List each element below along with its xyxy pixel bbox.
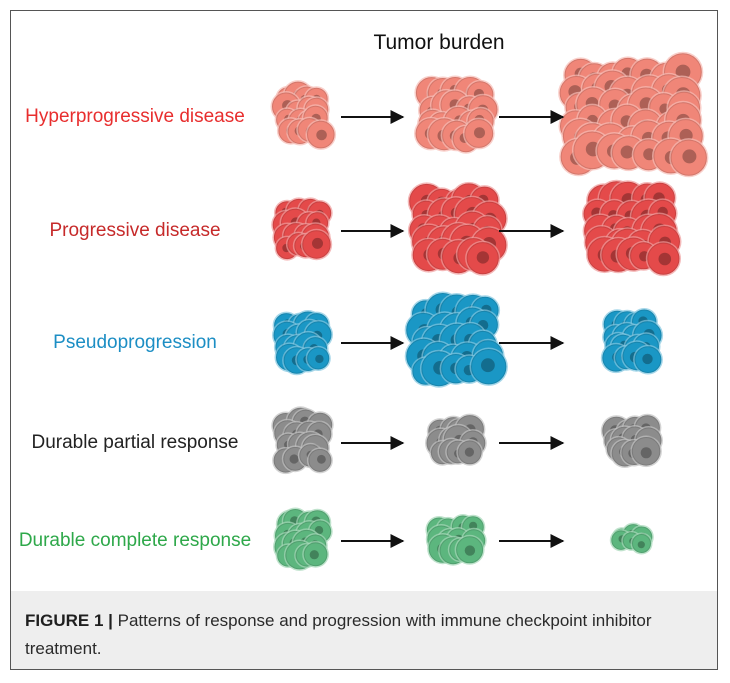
tumor-nucleus bbox=[474, 127, 485, 139]
row-4: Durable partial response bbox=[31, 406, 663, 475]
tumor-cluster bbox=[414, 75, 499, 154]
tumor-nucleus bbox=[309, 550, 319, 560]
tumor-nucleus bbox=[464, 545, 476, 556]
tumor-nucleus bbox=[682, 149, 697, 164]
tumor-nucleus bbox=[481, 358, 495, 373]
tumor-nucleus bbox=[315, 354, 324, 364]
row-label: Hyperprogressive disease bbox=[25, 106, 245, 127]
tumor-nucleus bbox=[640, 447, 652, 459]
tumor-nucleus bbox=[289, 454, 299, 464]
row-label: Durable complete response bbox=[19, 530, 251, 551]
figure-caption: FIGURE 1 | Patterns of response and prog… bbox=[25, 607, 705, 663]
row-label: Progressive disease bbox=[49, 220, 220, 241]
tumor-nucleus bbox=[476, 251, 490, 264]
tumor-nucleus bbox=[658, 252, 672, 266]
tumor-cluster bbox=[272, 310, 333, 376]
tumor-cluster bbox=[404, 291, 508, 388]
caption-area: FIGURE 1 | Patterns of response and prog… bbox=[11, 591, 717, 669]
row-label: Durable partial response bbox=[31, 432, 238, 453]
tumor-nucleus bbox=[317, 454, 326, 464]
tumor-nucleus bbox=[312, 237, 323, 249]
row-label: Pseudoprogression bbox=[53, 332, 217, 353]
figure-header: Tumor burden bbox=[373, 31, 504, 54]
row-3: Pseudoprogression bbox=[53, 291, 664, 388]
tumor-cluster bbox=[270, 80, 337, 150]
tumor-nucleus bbox=[620, 145, 634, 159]
tumor-cluster bbox=[609, 522, 654, 555]
tumor-nucleus bbox=[637, 541, 645, 549]
tumor-cluster bbox=[582, 179, 682, 277]
row-5: Durable complete response bbox=[19, 507, 654, 571]
caption-label: FIGURE 1 | bbox=[25, 611, 113, 630]
figure-diagram: Tumor burden Hyperprogressive diseasePro… bbox=[19, 31, 709, 571]
tumor-nucleus bbox=[314, 526, 324, 535]
row-1: Hyperprogressive disease bbox=[25, 51, 709, 178]
tumor-cluster bbox=[271, 197, 333, 261]
tumor-cluster bbox=[271, 406, 334, 475]
tumor-nucleus bbox=[316, 129, 327, 141]
tumor-cluster bbox=[600, 308, 664, 375]
tumor-cluster bbox=[558, 51, 709, 178]
row-2: Progressive disease bbox=[49, 179, 682, 277]
tumor-cluster bbox=[425, 514, 487, 566]
caption-text: Patterns of response and progression wit… bbox=[25, 611, 652, 658]
tumor-cluster bbox=[425, 413, 487, 466]
tumor-cluster bbox=[600, 413, 663, 468]
tumor-nucleus bbox=[642, 353, 653, 365]
tumor-nucleus bbox=[464, 447, 474, 457]
tumor-cluster bbox=[407, 181, 508, 276]
tumor-cluster bbox=[273, 507, 333, 571]
